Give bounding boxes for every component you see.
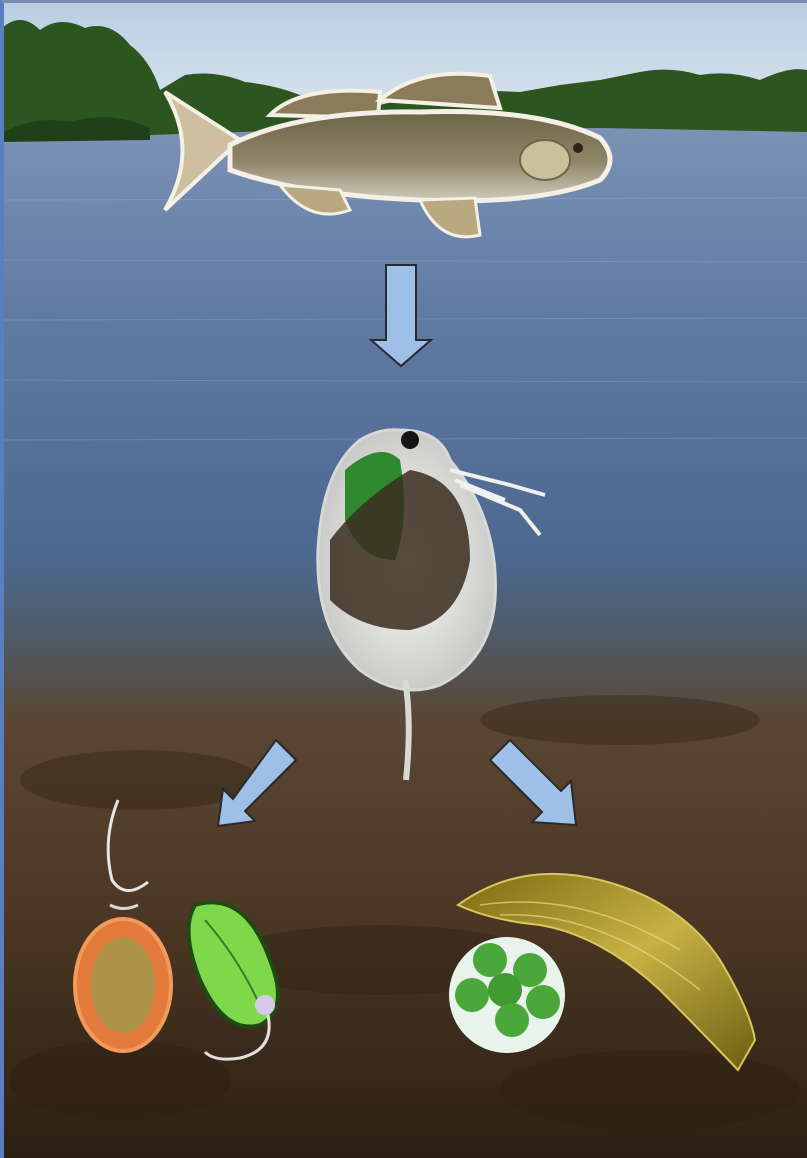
green-algae-colony bbox=[449, 937, 565, 1053]
